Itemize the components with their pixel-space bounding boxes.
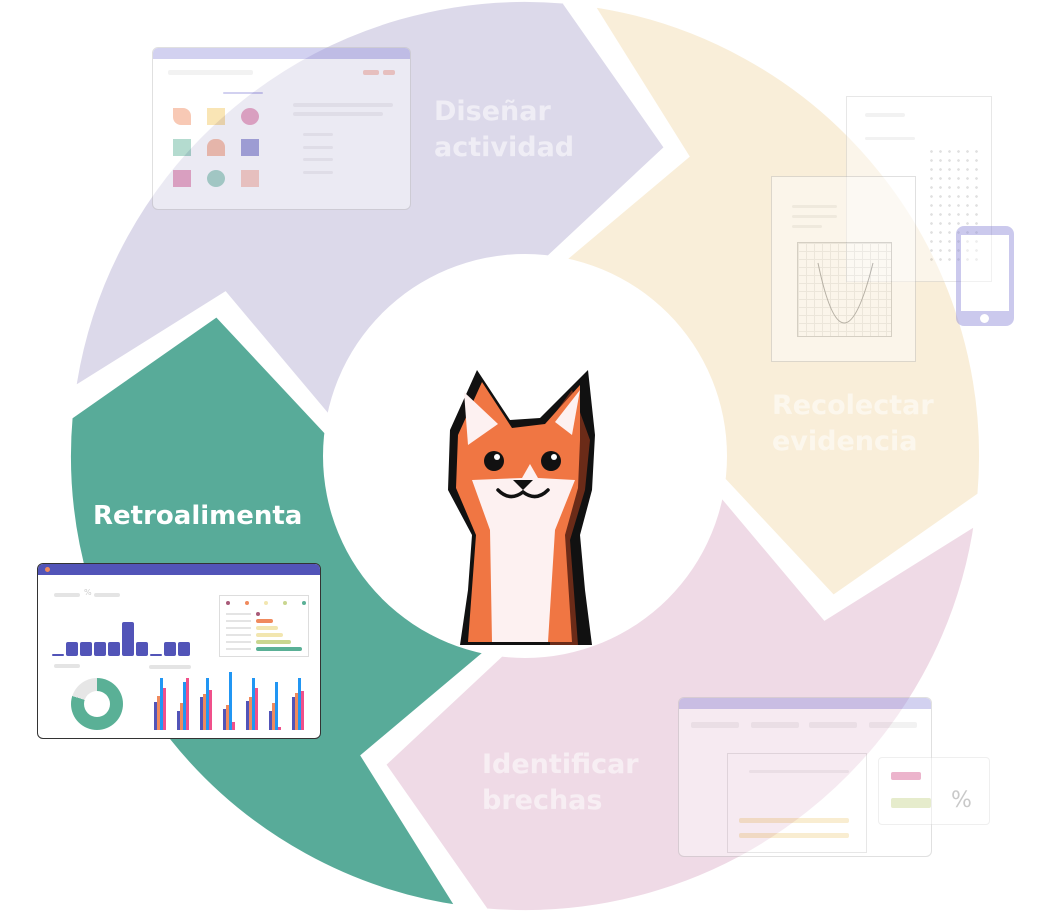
legend-bar — [256, 640, 291, 644]
donut-chart — [71, 678, 123, 730]
graph-grid — [797, 242, 892, 337]
legend-dot — [264, 601, 268, 605]
grouped-bar — [301, 691, 304, 730]
evidence-worksheet-front — [771, 176, 916, 362]
grouped-bar — [186, 678, 189, 730]
stage-label-gaps: Identificar brechas — [482, 747, 639, 819]
stage-label-feedback: Retroalimenta — [93, 498, 302, 534]
grouped-bar — [255, 688, 258, 730]
legend-dot — [245, 601, 249, 605]
grouped-bar — [183, 682, 186, 730]
window-titlebar — [38, 564, 320, 575]
grouped-bar — [154, 702, 157, 730]
legend-dot — [302, 601, 306, 605]
stage-label-line: actividad — [434, 132, 575, 163]
legend-bar — [256, 626, 278, 630]
phone-icon — [956, 226, 1014, 326]
grouped-bar — [232, 722, 235, 730]
grouped-bar — [229, 672, 232, 730]
grouped-bar — [226, 705, 229, 730]
histogram — [52, 614, 202, 656]
grouped-bar — [295, 693, 298, 730]
grouped-bar-chart — [154, 672, 314, 730]
legend-bar — [256, 612, 260, 616]
grouped-bar — [246, 701, 249, 730]
grouped-bar — [163, 688, 166, 730]
grouped-bar — [200, 697, 203, 730]
legend-bar — [256, 619, 273, 623]
stage-label-line: brechas — [482, 785, 603, 816]
histogram-bar — [94, 642, 106, 656]
stage-label-line: evidencia — [772, 426, 918, 457]
legend-bar — [256, 633, 283, 637]
stage-label-line: Identificar — [482, 749, 639, 780]
grouped-bar — [206, 678, 209, 730]
window-titlebar — [679, 698, 931, 709]
window-titlebar — [153, 48, 410, 59]
histogram-bar — [108, 642, 120, 656]
shape-grid — [173, 108, 263, 187]
grouped-bar — [157, 696, 160, 730]
stage-label-collect: Recolectar evidencia — [772, 388, 934, 460]
grouped-bar — [209, 690, 212, 730]
grouped-bar — [249, 697, 252, 730]
grouped-bar — [278, 727, 281, 730]
identify-gaps-mockup — [678, 697, 932, 857]
legend-bar — [256, 647, 302, 651]
histogram-bar — [164, 642, 176, 656]
fox-mascot — [448, 370, 595, 645]
grouped-bar — [160, 678, 163, 730]
histogram-bar — [80, 642, 92, 656]
grouped-bar — [292, 697, 295, 730]
histogram-bar — [136, 642, 148, 656]
legend-panel — [219, 595, 309, 657]
grouped-bar — [298, 678, 301, 730]
grouped-bar — [223, 709, 226, 730]
feedback-dashboard-mockup: % — [37, 563, 321, 739]
histogram-bar — [122, 622, 134, 656]
percent-symbol: % — [951, 788, 972, 813]
grouped-bar — [180, 703, 183, 730]
grouped-bar — [275, 682, 278, 730]
gaps-score-card: % — [878, 757, 990, 825]
histogram-bar — [52, 654, 64, 656]
evidence-worksheet-back — [846, 96, 992, 282]
design-activity-mockup — [152, 47, 411, 210]
stage-label-design: Diseñar actividad — [434, 94, 574, 166]
legend-dot — [226, 601, 230, 605]
percent-symbol: % — [84, 588, 92, 597]
grouped-bar — [203, 694, 206, 730]
histogram-bar — [178, 642, 190, 656]
grouped-bar — [272, 703, 275, 730]
histogram-bar — [66, 642, 78, 656]
histogram-bar — [150, 654, 162, 656]
grouped-bar — [177, 711, 180, 730]
legend-dot — [283, 601, 287, 605]
grouped-bar — [252, 678, 255, 730]
stage-label-line: Diseñar — [434, 96, 551, 127]
stage-label-line: Recolectar — [772, 390, 934, 421]
stage-label-line: Retroalimenta — [93, 501, 303, 531]
grouped-bar — [269, 711, 272, 730]
